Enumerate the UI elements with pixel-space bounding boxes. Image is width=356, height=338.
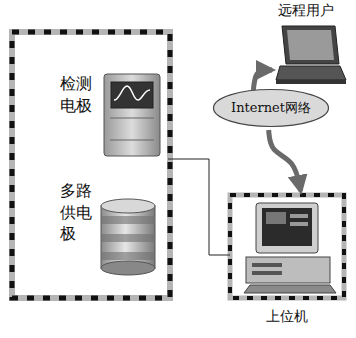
- device-node: 远程用户: [272, 22, 348, 86]
- signal-wire: [168, 159, 230, 255]
- network-ellipse: Internet网络: [212, 88, 330, 128]
- network-arrow: [253, 70, 272, 90]
- desktop-computer-icon: [244, 203, 336, 293]
- laptop-icon: [276, 26, 346, 84]
- computer-border: [230, 195, 344, 298]
- node-label: Internet网络: [231, 99, 311, 117]
- computer-dash: [230, 195, 344, 298]
- enclosure-border: [12, 32, 170, 298]
- node-label: 检测电极: [60, 73, 92, 116]
- node-label: 远程用户: [278, 2, 334, 20]
- node-label: 多路供电极: [60, 180, 92, 245]
- device-node: 多路供电极: [18, 178, 168, 290]
- enclosure-dash: [12, 32, 170, 298]
- node-label: 上位机: [266, 308, 308, 326]
- detector-icon: [104, 74, 160, 156]
- device-node: 检测电极: [18, 45, 168, 163]
- device-node: 上位机: [230, 195, 344, 298]
- network-arrow: [269, 130, 301, 191]
- ellipse-shape: [214, 90, 329, 127]
- electrode-stack-icon: [101, 199, 155, 275]
